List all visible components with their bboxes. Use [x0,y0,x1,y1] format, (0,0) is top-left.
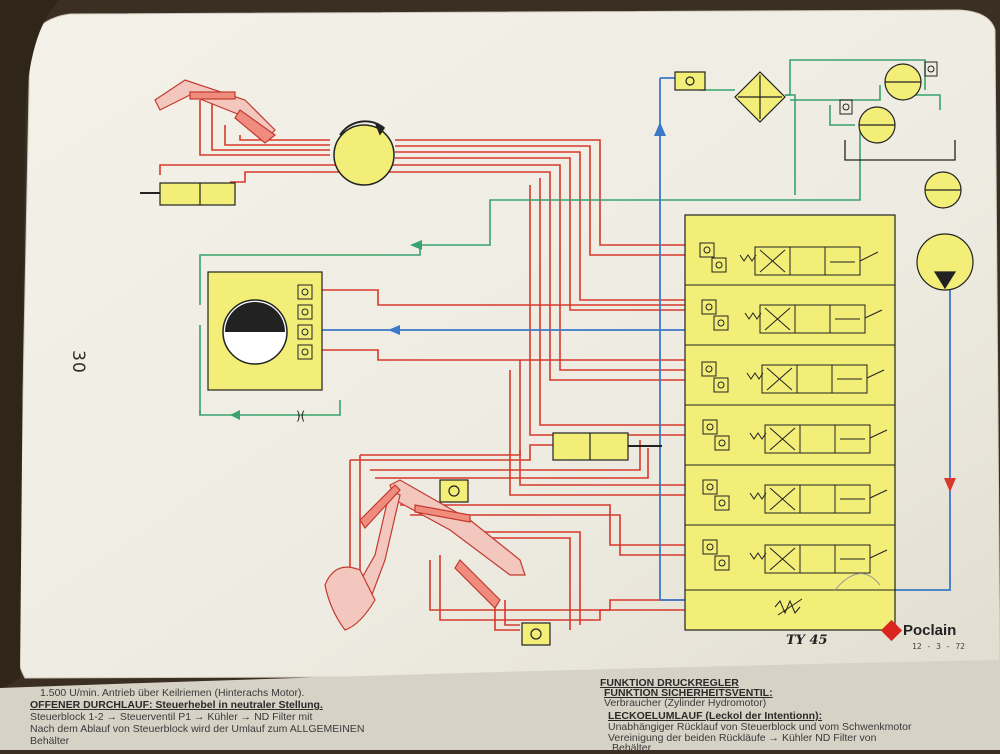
bottom-right-line: FUNKTION DRUCKREGLER [600,677,739,689]
check-valve-icon [701,299,717,315]
check-valve-icon [714,555,730,571]
tank-icon [844,140,956,161]
brand-date: 12 - 3 - 72 [912,642,965,651]
check-valve-icon [713,377,729,393]
brand-name: Poclain [903,622,957,639]
check-valve-icon [521,622,551,646]
return-arrow [410,240,422,250]
relief-valve-icon [774,598,803,616]
bottom-left-line: Nach dem Ablauf von Steuerblock wird der… [30,723,365,735]
check-valve-icon [714,495,730,511]
bottom-right-line: Verbraucher (Zylinder Hydromotor) [604,697,767,709]
check-valve-icon [713,315,729,331]
suction-arrow [388,325,400,335]
hydro-motor-block [207,271,323,391]
valve-section-1 [699,242,879,276]
check-valve-icon [297,284,313,300]
valve-section-6 [702,539,888,574]
pressure-gauge [884,63,922,101]
valve-section-2 [701,299,883,334]
check-valve-icon [297,324,313,340]
check-valve-icon [702,479,718,495]
valve-section-5 [702,479,888,514]
hydraulic-cylinder-left [140,182,236,206]
bottom-right-line: Unabhängiger Rücklauf von Steuerblock un… [608,721,912,733]
suction-arrow [654,122,666,136]
cooler-icon [734,71,786,123]
filter-circle [924,171,962,209]
valve-section-3 [701,361,885,394]
bottom-right-line: FUNKTION SICHERHEITSVENTIL: [604,687,773,699]
bottom-page [0,660,1000,750]
flow-arrow [944,478,956,492]
bottom-left-line: 1.500 U/min. Antrieb über Keilriemen (Hi… [40,687,305,699]
pressure-lines [159,100,690,631]
spine-shadow [0,0,60,690]
bottom-left-line: OFFENER DURCHLAUF: Steuerhebel in neutra… [30,699,323,711]
poclain-logo-icon [880,619,903,642]
excavator-arm-top [154,79,276,144]
valve-sections [699,242,888,616]
hydraulic-pump-icon [916,233,974,291]
check-valve-icon [297,304,313,320]
return-arrow [230,410,240,420]
bottom-left-line: Steuerblock 1-2 → Steuerventil P1 → Kühl… [30,711,313,723]
check-valve-icon [702,419,718,435]
bottom-right-line: Vereinigung der beiden Rückläufe → Kühle… [608,732,877,744]
throttle-symbol: )( [296,409,305,423]
brand-logo: Poclain [880,619,957,642]
page-number: 30 [67,350,88,374]
swing-motor-icon [333,120,395,186]
check-valve-icon [701,361,717,377]
pencil-mark [834,573,881,591]
bottom-page-text: 1.500 U/min. Antrieb über Keilriemen (Hi… [0,675,1000,754]
pressure-gauge [858,106,896,144]
check-valve-icon [839,99,853,115]
model-label: TY 45 [786,633,828,648]
bottom-right-line: Behälter [612,742,652,754]
bottom-left-line: Behälter [30,735,70,747]
check-valve-icon [297,344,313,360]
hydraulic-cylinder-center [552,432,662,461]
check-valve-icon [439,479,469,503]
check-valve-icon [924,61,938,77]
valve-section-4 [702,419,888,454]
check-valve-icon [699,242,715,258]
check-valve-icon [714,435,730,451]
check-valve-icon [702,539,718,555]
bottom-right-line: LECKOELUMLAUF (Leckol der Intentionn): [608,710,823,722]
filter-component [674,71,706,91]
excavator-boom-illustration [324,479,526,631]
check-valve-icon [711,257,727,273]
